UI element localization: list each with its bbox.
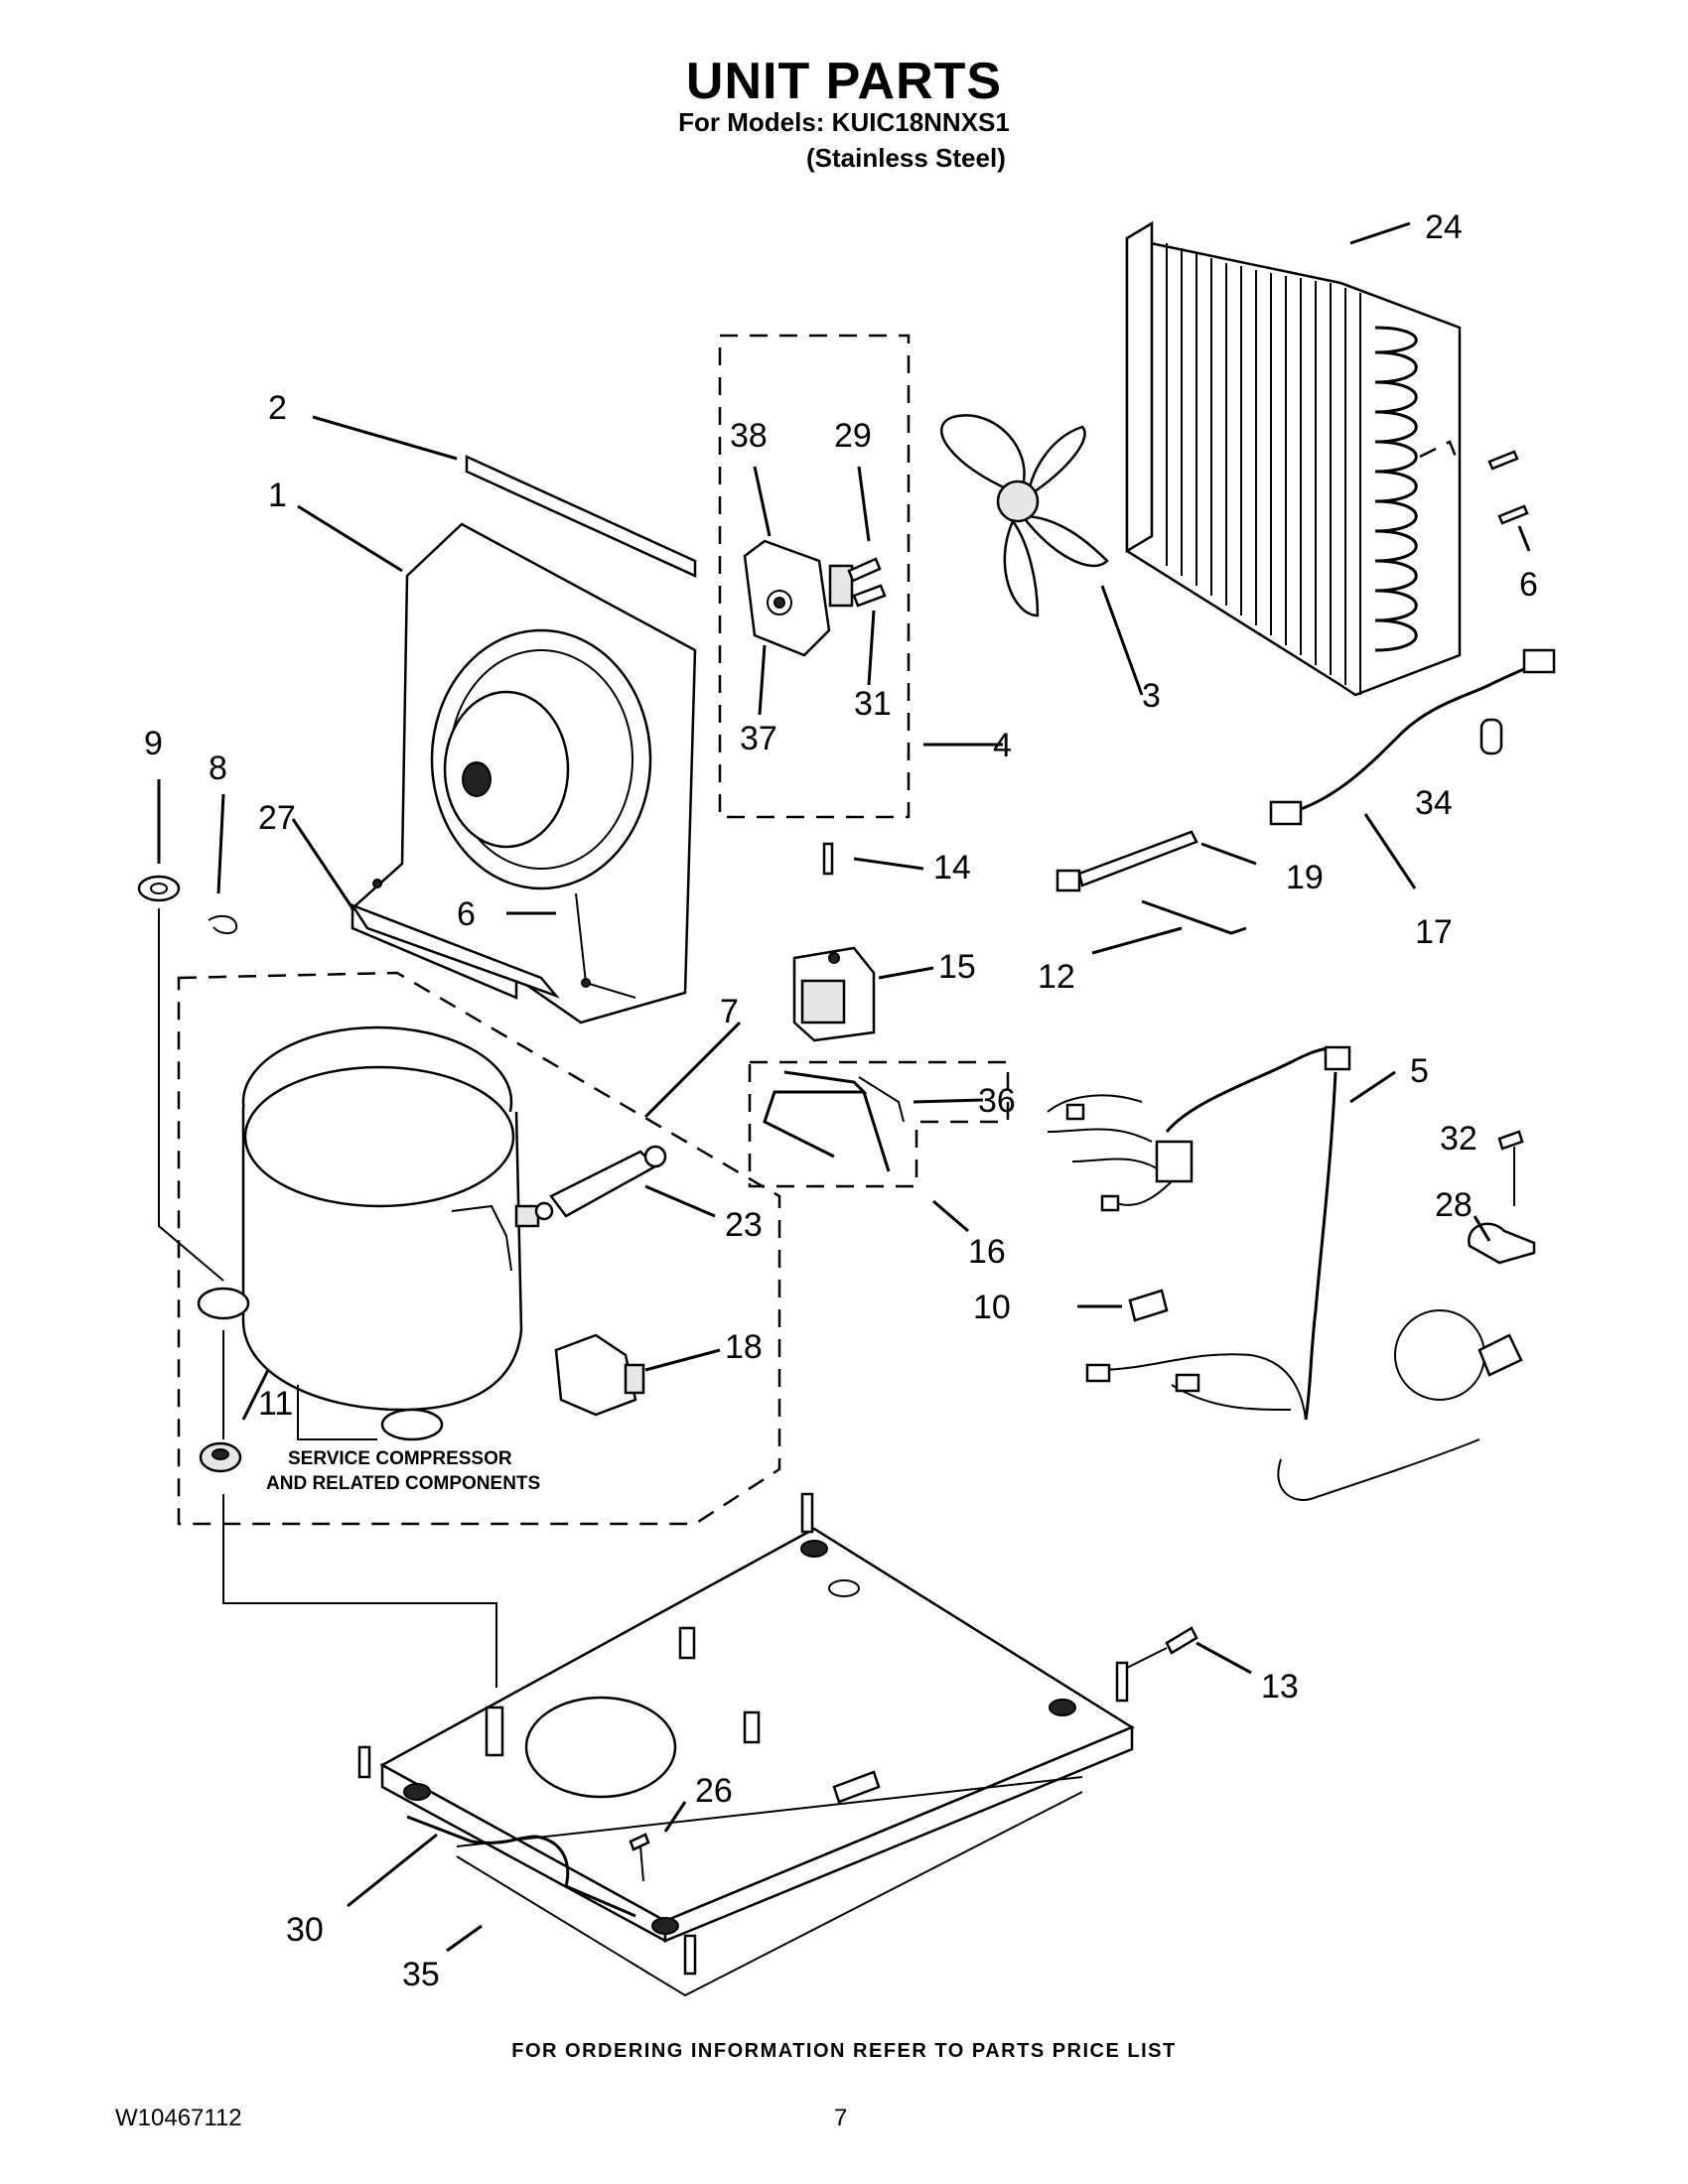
callout-34: 34	[1415, 784, 1453, 822]
callout-2: 2	[268, 389, 287, 427]
note-line-1: SERVICE COMPRESSOR	[288, 1448, 512, 1469]
condenser-fins	[1166, 243, 1361, 695]
part-base-pan	[357, 1492, 1135, 1997]
part-bracket-27	[349, 902, 560, 999]
callout-30: 30	[286, 1911, 324, 1949]
callout-29: 29	[834, 417, 872, 455]
callout-15: 15	[938, 948, 976, 986]
callout-5: 5	[1410, 1052, 1429, 1090]
part-screw-6-condenser	[1419, 440, 1529, 525]
part-34	[1479, 718, 1503, 755]
callout-1: 1	[268, 477, 287, 514]
callout-4: 4	[993, 727, 1012, 764]
callout-14: 14	[933, 849, 971, 887]
page-number: 7	[834, 2105, 848, 2131]
callout-7: 7	[720, 993, 739, 1030]
callout-23: 23	[725, 1206, 763, 1244]
part-clip-8	[208, 914, 238, 935]
part-10	[1128, 1289, 1169, 1322]
callout-13: 13	[1261, 1668, 1299, 1706]
callout-numbers: 2 1 38 29 31 37 4 3 24 6 34 17 19 12 14 …	[144, 208, 1538, 1993]
part-drier	[534, 1145, 667, 1221]
callout-6-left: 6	[457, 895, 476, 933]
part-screw-26	[629, 1833, 650, 1882]
page-title: UNIT PARTS	[685, 53, 1003, 110]
callout-31: 31	[854, 685, 892, 723]
callout-10: 10	[973, 1289, 1011, 1326]
callout-6-right: 6	[1519, 566, 1538, 604]
callout-27: 27	[258, 799, 296, 837]
part-grommet-11	[199, 1441, 242, 1473]
callout-11: 11	[258, 1385, 293, 1423]
part-grommet-9	[137, 875, 181, 902]
part-compressor	[197, 1025, 540, 1441]
models-line: For Models: KUIC18NNXS1	[678, 107, 1010, 137]
callout-18: 18	[725, 1328, 763, 1366]
callout-35: 35	[402, 1956, 440, 1993]
kit-box-4	[718, 334, 911, 819]
part-tubing-12	[1141, 899, 1247, 935]
document-number: W10467112	[115, 2105, 242, 2131]
part-gasket-strip	[465, 455, 697, 578]
note-line-2: AND RELATED COMPONENTS	[266, 1473, 540, 1494]
callout-16: 16	[968, 1233, 1006, 1271]
callout-36: 36	[978, 1082, 1016, 1120]
leader-9	[158, 908, 224, 1282]
callout-17: 17	[1415, 913, 1453, 951]
callout-12: 12	[1038, 958, 1075, 996]
part-relay	[554, 1333, 645, 1417]
part-wire-harness	[1047, 1045, 1523, 1501]
part-fan-shroud	[350, 522, 697, 1024]
part-cable-tie	[1055, 830, 1198, 892]
part-screws-29-31	[847, 557, 887, 608]
part-bracket-36	[763, 1070, 905, 1172]
leader-11-down	[222, 1494, 497, 1688]
callout-24: 24	[1425, 208, 1463, 246]
part-clamp-28	[1468, 1222, 1536, 1265]
part-screw-13	[1126, 1626, 1198, 1669]
kit-box-16	[748, 1060, 1010, 1188]
callout-28: 28	[1435, 1186, 1473, 1224]
part-fan-motor-38	[743, 539, 854, 657]
leader-lines	[157, 221, 1531, 1953]
ordering-info: FOR ORDERING INFORMATION REFER TO PARTS …	[511, 2040, 1177, 2062]
service-compressor-box	[177, 971, 781, 1526]
callout-8: 8	[209, 750, 227, 787]
part-fan-blade	[940, 414, 1109, 617]
part-sensor-wire	[1269, 648, 1556, 826]
callout-3: 3	[1142, 677, 1161, 715]
callout-38: 38	[730, 417, 768, 455]
part-screw-32	[1497, 1130, 1524, 1206]
callout-9: 9	[144, 725, 163, 762]
callout-26: 26	[695, 1772, 733, 1810]
finish-line: (Stainless Steel)	[806, 143, 1006, 173]
callout-19: 19	[1286, 859, 1324, 896]
part-condenser	[1125, 220, 1462, 697]
condenser-coils	[1374, 326, 1418, 652]
callout-37: 37	[740, 720, 777, 757]
callout-32: 32	[1440, 1120, 1477, 1158]
part-solenoid	[792, 842, 876, 1042]
